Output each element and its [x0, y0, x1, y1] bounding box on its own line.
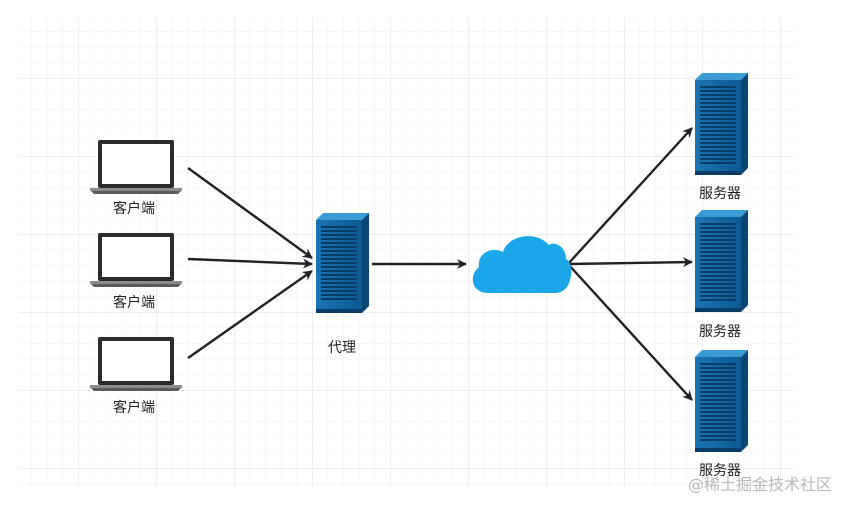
- arrow-cloud-server-3: [567, 263, 693, 401]
- server-group: [695, 73, 748, 452]
- client-to-proxy-arrows: [187, 167, 313, 359]
- arrow-cloud-server-1: [567, 127, 693, 265]
- server-rack-icon: [316, 213, 369, 313]
- watermark-text: @稀土掘金技术社区: [688, 475, 832, 494]
- client-label-1: 客户端: [113, 200, 155, 217]
- client-label-2: 客户端: [113, 294, 155, 311]
- arrow-cloud-server-2: [567, 257, 693, 268]
- server-rack-icon: [695, 350, 748, 452]
- proxy-label: 代理: [328, 340, 356, 356]
- server-label-3: 服务器: [699, 463, 741, 479]
- server-rack-icon: [695, 210, 748, 312]
- server-rack-icon: [695, 73, 748, 175]
- arrow-client-1-proxy: [187, 167, 313, 259]
- cloud-icon: [472, 236, 572, 293]
- server-label-1: 服务器: [699, 186, 741, 202]
- client-label-3: 客户端: [113, 399, 155, 416]
- server-label-2: 服务器: [699, 324, 741, 340]
- laptop-icon: [90, 233, 182, 287]
- cloud-to-server-arrows: [567, 127, 693, 401]
- arrow-client-2-proxy: [187, 257, 313, 269]
- laptop-icon: [90, 140, 182, 194]
- proxy-server: [316, 213, 369, 313]
- client-group: [90, 140, 182, 391]
- arrow-client-3-proxy: [187, 270, 313, 359]
- laptop-icon: [90, 337, 182, 391]
